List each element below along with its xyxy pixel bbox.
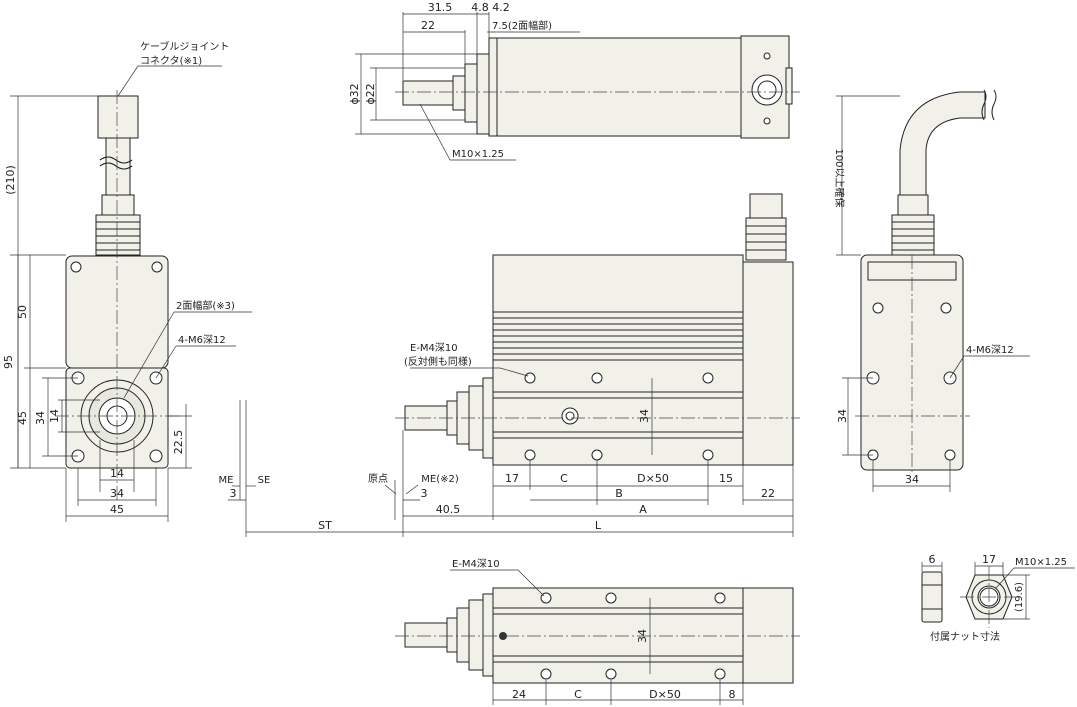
bottom-dimensions: 34 24 C D×50 8 E-M4深10 xyxy=(450,558,744,705)
top-view xyxy=(395,35,800,139)
dim-st: ST xyxy=(318,519,332,532)
dim-b: B xyxy=(615,487,623,500)
side-dimensions: 34 17 C D×50 15 B 22 40.5 A L ST 3 3 ME xyxy=(219,342,794,537)
dim-210: (210) xyxy=(4,165,17,195)
heat-fins xyxy=(493,311,743,361)
top-dimensions: 31.5 4.8 4.2 22 7.5(2面幅部) ϕ32 ϕ22 M10×1.… xyxy=(348,1,580,161)
connector-label: コネクタ(※1) xyxy=(140,55,202,67)
cable-boot xyxy=(101,194,135,216)
dim-14-horizontal: 14 xyxy=(110,467,124,480)
m10-label-top: M10×1.25 xyxy=(452,149,504,160)
nut-dim-19-6: (19.6) xyxy=(1014,582,1025,612)
dim-4-2: 4.2 xyxy=(492,1,510,14)
two-flat-top: 7.5(2面幅部) xyxy=(492,19,552,32)
dim-phi22: ϕ22 xyxy=(364,83,377,104)
e-m4-side-label: E-M4深10 xyxy=(410,342,458,354)
boot-side xyxy=(749,193,783,219)
left-dimensions: (210) 95 50 45 34 14 22.5 14 34 45 ケーブルジ… xyxy=(2,40,252,522)
side-view xyxy=(395,193,800,466)
dim-22-top: 22 xyxy=(421,19,435,32)
dim-22-right: 22 xyxy=(761,487,775,500)
left-end-view xyxy=(55,90,180,500)
dim-95: 95 xyxy=(2,355,15,369)
cable-bend xyxy=(899,91,986,196)
dim-a: A xyxy=(639,503,647,516)
dim-4-8: 4.8 xyxy=(471,1,489,14)
dim-31-5: 31.5 xyxy=(428,1,453,14)
nut-title: 付属ナット寸法 xyxy=(930,630,1000,643)
dim-8: 8 xyxy=(729,688,736,701)
opposite-side-label: (反対側も同様) xyxy=(404,355,472,368)
dim-50: 50 xyxy=(16,305,29,319)
dim-34-right-vertical: 34 xyxy=(836,409,849,423)
bellows-right xyxy=(891,214,935,256)
dim-c-bottom: C xyxy=(574,688,582,701)
dim-34-vertical: 34 xyxy=(34,411,47,425)
rod-bottom xyxy=(404,622,448,648)
motor-bottom xyxy=(742,587,794,684)
dim-45-horizontal: 45 xyxy=(110,503,124,516)
bellows-side xyxy=(745,217,787,261)
right-end-view xyxy=(855,89,997,472)
nut-dim-17: 17 xyxy=(982,553,996,566)
two-flat-label: 2面幅部(※3) xyxy=(176,299,235,312)
cable-joint-label: ケーブルジョイント xyxy=(140,40,229,53)
motor-side xyxy=(742,261,794,466)
me2-label: ME(※2) xyxy=(421,474,459,485)
me-label: ME xyxy=(219,475,234,486)
right-dimensions: 100以上確保 34 34 4-M6深12 xyxy=(833,95,1030,492)
dim-45-vertical: 45 xyxy=(16,411,29,425)
m6-label-right: 4-M6深12 xyxy=(966,344,1014,356)
e-m4-bottom-label: E-M4深10 xyxy=(452,558,500,570)
m6-label-left: 4-M6深12 xyxy=(178,334,226,346)
dim-34-right-horizontal: 34 xyxy=(905,473,919,486)
body-bottom xyxy=(492,587,744,684)
dim-phi32: ϕ32 xyxy=(348,83,361,104)
dim-dx50-side: D×50 xyxy=(637,472,669,485)
dim-3-left: 3 xyxy=(230,487,237,500)
nut-dim-6: 6 xyxy=(929,553,936,566)
cable-upper xyxy=(105,137,131,196)
dim-15: 15 xyxy=(719,472,733,485)
dim-40-5: 40.5 xyxy=(436,503,461,516)
cable-joint-connector xyxy=(97,95,139,139)
bend-radius-label: 100以上確保 xyxy=(833,148,846,207)
dim-l: L xyxy=(595,519,602,532)
dim-24: 24 xyxy=(512,688,526,701)
dim-c-side: C xyxy=(560,472,568,485)
dim-3-right: 3 xyxy=(421,487,428,500)
dim-34-horizontal: 34 xyxy=(110,487,124,500)
dim-14-vertical: 14 xyxy=(48,409,61,423)
dim-34-bottom: 34 xyxy=(636,629,649,643)
bottom-view xyxy=(395,587,800,684)
se-label: SE xyxy=(258,475,271,486)
nut-thread-label: M10×1.25 xyxy=(1015,557,1067,568)
rod-top xyxy=(402,80,454,106)
dim-dx50-bottom: D×50 xyxy=(649,688,681,701)
body-top xyxy=(488,37,742,137)
nut-detail: 6 17 (19.6) M10×1.25 付属ナット寸法 xyxy=(921,553,1075,643)
dim-34-side: 34 xyxy=(638,409,651,423)
dim-17: 17 xyxy=(505,472,519,485)
origin-label: 原点 xyxy=(368,473,388,485)
boot-bellows xyxy=(95,214,141,256)
nut-side xyxy=(921,571,943,623)
dim-22-5: 22.5 xyxy=(172,430,185,455)
